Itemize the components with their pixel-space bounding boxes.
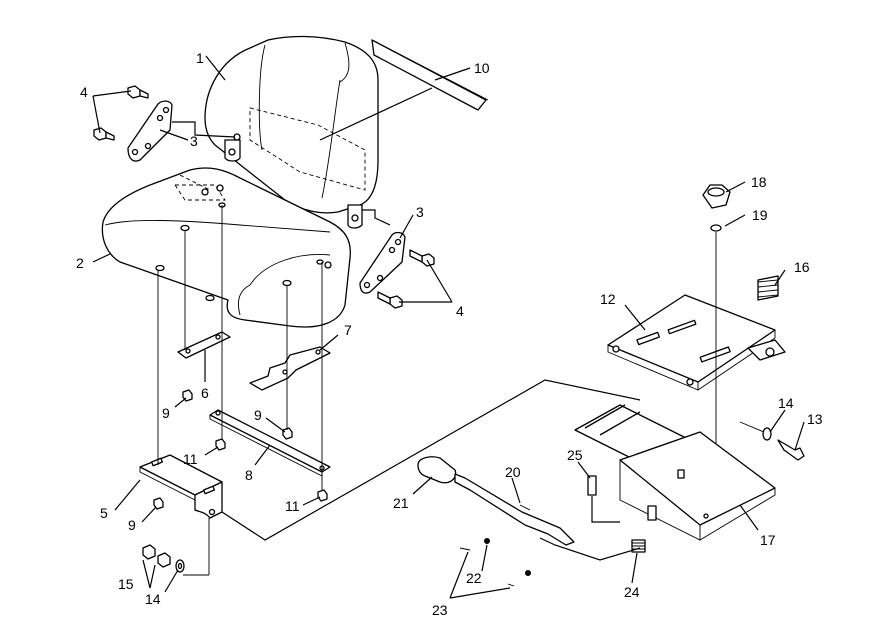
slider-plate-12 xyxy=(607,294,786,391)
callout-labels: 1 2 3 3 4 4 5 6 7 8 9 9 9 10 11 11 12 13… xyxy=(76,50,823,618)
callout-12: 12 xyxy=(600,291,616,307)
callout-15: 15 xyxy=(118,576,134,592)
callout-19: 19 xyxy=(752,207,768,223)
callout-5: 5 xyxy=(100,505,108,521)
callout-22: 22 xyxy=(466,570,482,586)
callout-3: 3 xyxy=(416,204,424,220)
callout-24: 24 xyxy=(624,584,640,600)
callout-1: 1 xyxy=(196,50,204,66)
bracket-5 xyxy=(139,454,223,519)
plate-8 xyxy=(209,409,331,477)
backrest-strip xyxy=(371,39,489,111)
callout-3: 3 xyxy=(190,133,198,149)
handle-21 xyxy=(417,456,457,484)
callout-25: 25 xyxy=(567,447,583,463)
lever-20 xyxy=(454,473,575,546)
callout-23: 23 xyxy=(432,602,448,618)
pin-22-a xyxy=(484,538,490,544)
callout-4: 4 xyxy=(456,303,464,319)
callout-14: 14 xyxy=(145,591,161,607)
callout-11: 11 xyxy=(183,451,198,467)
bolt-13 xyxy=(777,439,805,461)
bolt-9-c xyxy=(153,497,164,510)
plate-7 xyxy=(249,346,331,391)
bolt-11-a xyxy=(215,438,226,451)
washer-14-b xyxy=(762,427,772,441)
seat-back xyxy=(204,35,379,229)
callout-14: 14 xyxy=(778,395,794,411)
spring-16 xyxy=(757,275,779,301)
callout-18: 18 xyxy=(751,174,767,190)
callout-9: 9 xyxy=(128,517,136,533)
seat-cushion xyxy=(101,167,351,328)
callout-7: 7 xyxy=(344,322,352,338)
side-bracket-right xyxy=(359,231,406,294)
plate-6 xyxy=(177,331,231,359)
callout-8: 8 xyxy=(245,467,253,483)
base-frame-17 xyxy=(574,404,776,541)
callout-17: 17 xyxy=(760,532,776,548)
bolt-group-right xyxy=(377,249,435,309)
knob-18 xyxy=(702,184,731,209)
bolt-9-b xyxy=(282,427,293,440)
washer-14-a xyxy=(175,559,185,573)
callout-20: 20 xyxy=(505,464,521,480)
callout-9: 9 xyxy=(254,407,262,423)
callout-11: 11 xyxy=(285,498,300,514)
pin-22-b xyxy=(525,570,531,576)
bolt-11-b xyxy=(317,489,328,502)
bolt-25 xyxy=(587,475,597,496)
callout-6: 6 xyxy=(201,385,209,401)
nut-15-b xyxy=(157,552,171,568)
bolt-group-left xyxy=(93,85,149,141)
callout-13: 13 xyxy=(807,411,823,427)
callout-10: 10 xyxy=(474,60,490,76)
washer-19 xyxy=(710,224,722,232)
callout-2: 2 xyxy=(76,255,84,271)
callout-21: 21 xyxy=(393,495,409,511)
nut-15-a xyxy=(142,544,156,560)
callout-16: 16 xyxy=(794,259,810,275)
callout-9: 9 xyxy=(162,405,170,421)
side-bracket-left xyxy=(127,100,173,162)
callout-4: 4 xyxy=(80,84,88,100)
